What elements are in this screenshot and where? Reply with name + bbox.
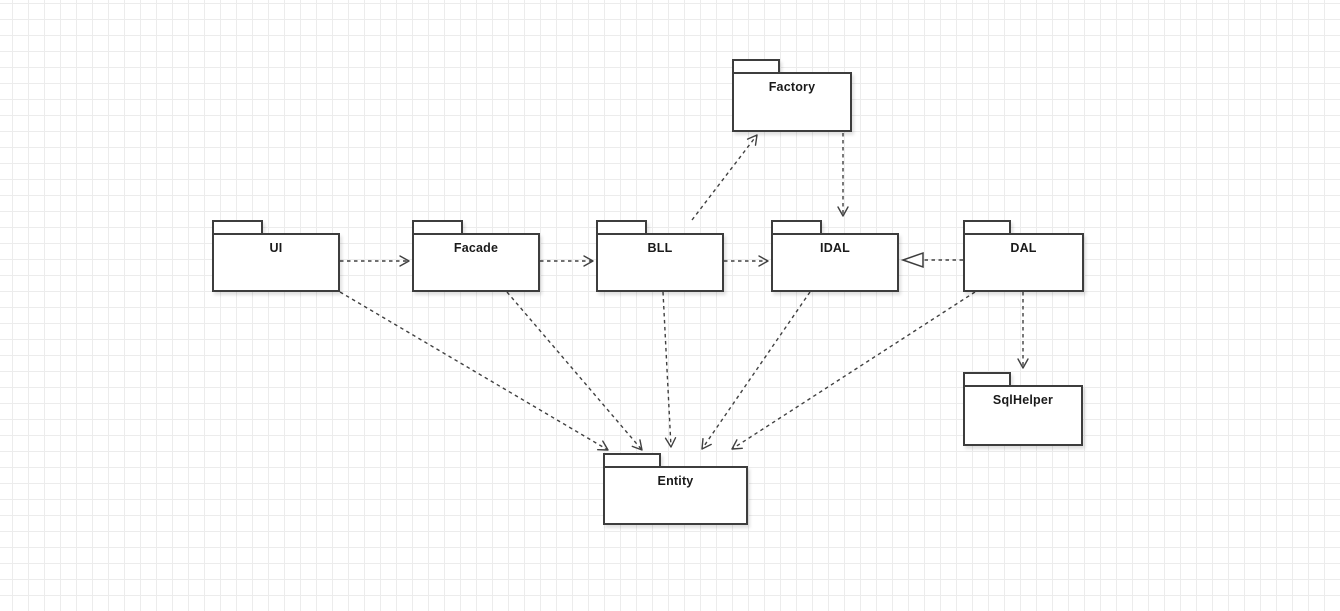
package-dal[interactable]: DAL bbox=[963, 220, 1084, 292]
package-body bbox=[963, 233, 1084, 292]
package-tab bbox=[412, 220, 464, 235]
package-facade[interactable]: Facade bbox=[412, 220, 540, 292]
package-label-ui: UI bbox=[269, 241, 283, 255]
package-entity[interactable]: Entity bbox=[603, 453, 748, 525]
package-label-facade: Facade bbox=[453, 241, 499, 255]
package-idal[interactable]: IDAL bbox=[771, 220, 899, 292]
package-body bbox=[603, 466, 748, 525]
edge-idal-entity[interactable] bbox=[701, 291, 811, 450]
package-body bbox=[596, 233, 724, 292]
package-label-idal: IDAL bbox=[820, 241, 850, 255]
edge-ui-entity[interactable] bbox=[339, 291, 609, 451]
edge-dal-entity[interactable] bbox=[731, 291, 976, 450]
package-body bbox=[412, 233, 540, 292]
package-tab bbox=[596, 220, 648, 235]
edge-bll-factory[interactable] bbox=[691, 134, 758, 221]
package-tab bbox=[771, 220, 823, 235]
package-label-entity: Entity bbox=[657, 474, 694, 488]
package-label-dal: DAL bbox=[1010, 241, 1037, 255]
edge-bll-entity[interactable] bbox=[662, 291, 677, 448]
package-tab bbox=[212, 220, 264, 235]
package-body bbox=[963, 385, 1083, 446]
package-label-bll: BLL bbox=[647, 241, 673, 255]
package-label-factory: Factory bbox=[768, 80, 816, 94]
package-label-sqlhelper: SqlHelper bbox=[992, 393, 1054, 407]
edge-facade-entity[interactable] bbox=[506, 291, 643, 451]
package-sqlhelper[interactable]: SqlHelper bbox=[963, 372, 1083, 446]
package-body bbox=[771, 233, 899, 292]
package-tab bbox=[603, 453, 661, 468]
package-tab bbox=[732, 59, 780, 74]
package-body bbox=[732, 72, 852, 132]
package-tab bbox=[963, 220, 1012, 235]
package-ui[interactable]: UI bbox=[212, 220, 340, 292]
package-tab bbox=[963, 372, 1011, 387]
package-bll[interactable]: BLL bbox=[596, 220, 724, 292]
package-factory[interactable]: Factory bbox=[732, 59, 852, 132]
package-body bbox=[212, 233, 340, 292]
